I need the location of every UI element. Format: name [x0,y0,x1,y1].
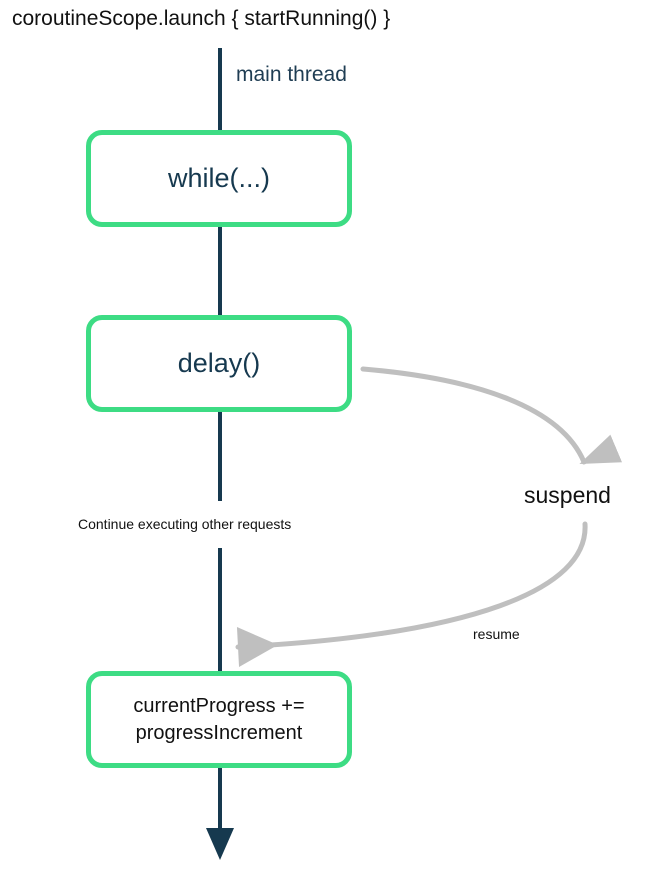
suspend-label: suspend [524,482,611,508]
node-current-progress-line1: currentProgress += [133,694,305,717]
resume-arrow [235,521,588,667]
node-while[interactable]: while(...) [86,130,352,227]
resume-label: resume [473,626,520,642]
node-while-label: while(...) [167,163,270,193]
node-delay[interactable]: delay() [86,315,352,412]
node-current-progress-line2: progressIncrement [135,721,303,744]
node-delay-label: delay() [177,348,261,378]
continue-executing-note: Continue executing other requests [78,516,292,532]
suspend-arrow [360,366,623,465]
diagram-title: coroutineScope.launch { startRunning() } [12,7,391,30]
main-thread-label: main thread [236,63,347,86]
node-current-progress[interactable]: currentProgress += progressIncrement [86,671,352,768]
lifeline-end-arrowhead [206,828,234,860]
node-current-progress-label: currentProgress += progressIncrement [133,693,304,747]
